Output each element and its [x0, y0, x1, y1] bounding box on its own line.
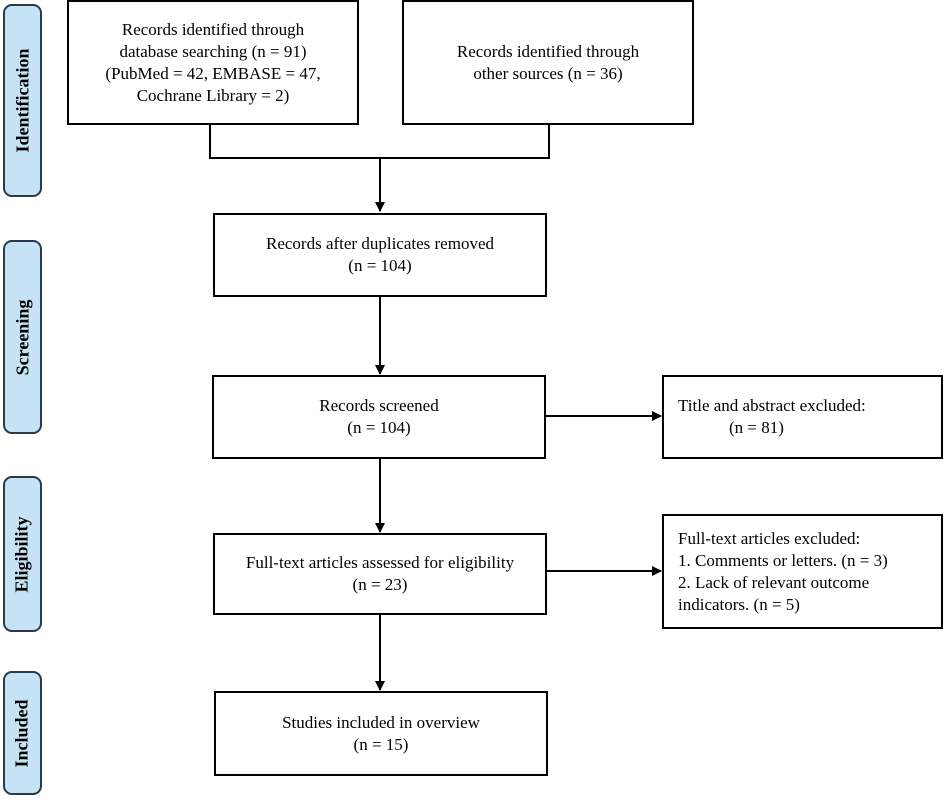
fulltext-excluded-line: 2. Lack of relevant outcome [678, 572, 870, 592]
duplicates-removed-box: Records after duplicates removed (n = 10… [213, 213, 547, 297]
fulltext-excluded-line: Full-text articles excluded: [678, 528, 861, 548]
fulltext-assessed-line: Full-text articles assessed for eligibil… [245, 553, 515, 572]
studies-included-box: Studies included in overview (n = 15) [214, 691, 548, 776]
phase-included: Included [3, 671, 42, 795]
records-screened-box: Records screened (n = 104) [212, 375, 546, 459]
database-search-line: (PubMed = 42, EMBASE = 47, [105, 63, 321, 83]
other-sources-line: Records identified through [456, 41, 640, 61]
fulltext-excluded-line: 1. Comments or letters. (n = 3) [678, 550, 888, 570]
fulltext-excluded-line: indicators. (n = 5) [678, 594, 800, 614]
database-search-line: Cochrane Library = 2) [136, 85, 290, 105]
phase-screening-label: Screening [12, 299, 33, 375]
records-screened-line: (n = 104) [347, 418, 411, 437]
phase-eligibility-label: Eligibility [12, 515, 32, 593]
phase-identification: Identification [3, 4, 42, 197]
phase-included-label: Included [12, 698, 32, 768]
duplicates-removed-line: (n = 104) [348, 256, 412, 275]
other-sources-box: Records identified through other sources… [402, 0, 694, 125]
database-search-line: database searching (n = 91) [119, 41, 307, 61]
merge-connector [209, 124, 550, 159]
studies-included-line: (n = 15) [353, 734, 409, 754]
duplicates-removed-line: Records after duplicates removed [266, 234, 494, 253]
fulltext-assessed-box: Full-text articles assessed for eligibil… [213, 533, 547, 615]
fulltext-excluded-box: Full-text articles excluded: 1. Comments… [662, 514, 943, 629]
records-screened-line: Records screened [319, 396, 439, 415]
database-search-box: Records identified through database sear… [67, 0, 359, 125]
database-search-line: Records identified through [121, 19, 305, 39]
phase-eligibility: Eligibility [3, 476, 42, 632]
studies-included-line: Studies included in overview [282, 712, 480, 732]
title-abstract-excluded-line: Title and abstract excluded: [678, 396, 866, 415]
title-abstract-excluded-line: (n = 81) [678, 418, 784, 437]
phase-identification-label: Identification [12, 48, 33, 153]
title-abstract-excluded-box: Title and abstract excluded: (n = 81) [662, 375, 943, 459]
fulltext-assessed-line: (n = 23) [352, 575, 408, 594]
other-sources-line: other sources (n = 36) [473, 63, 623, 83]
phase-screening: Screening [3, 240, 42, 434]
